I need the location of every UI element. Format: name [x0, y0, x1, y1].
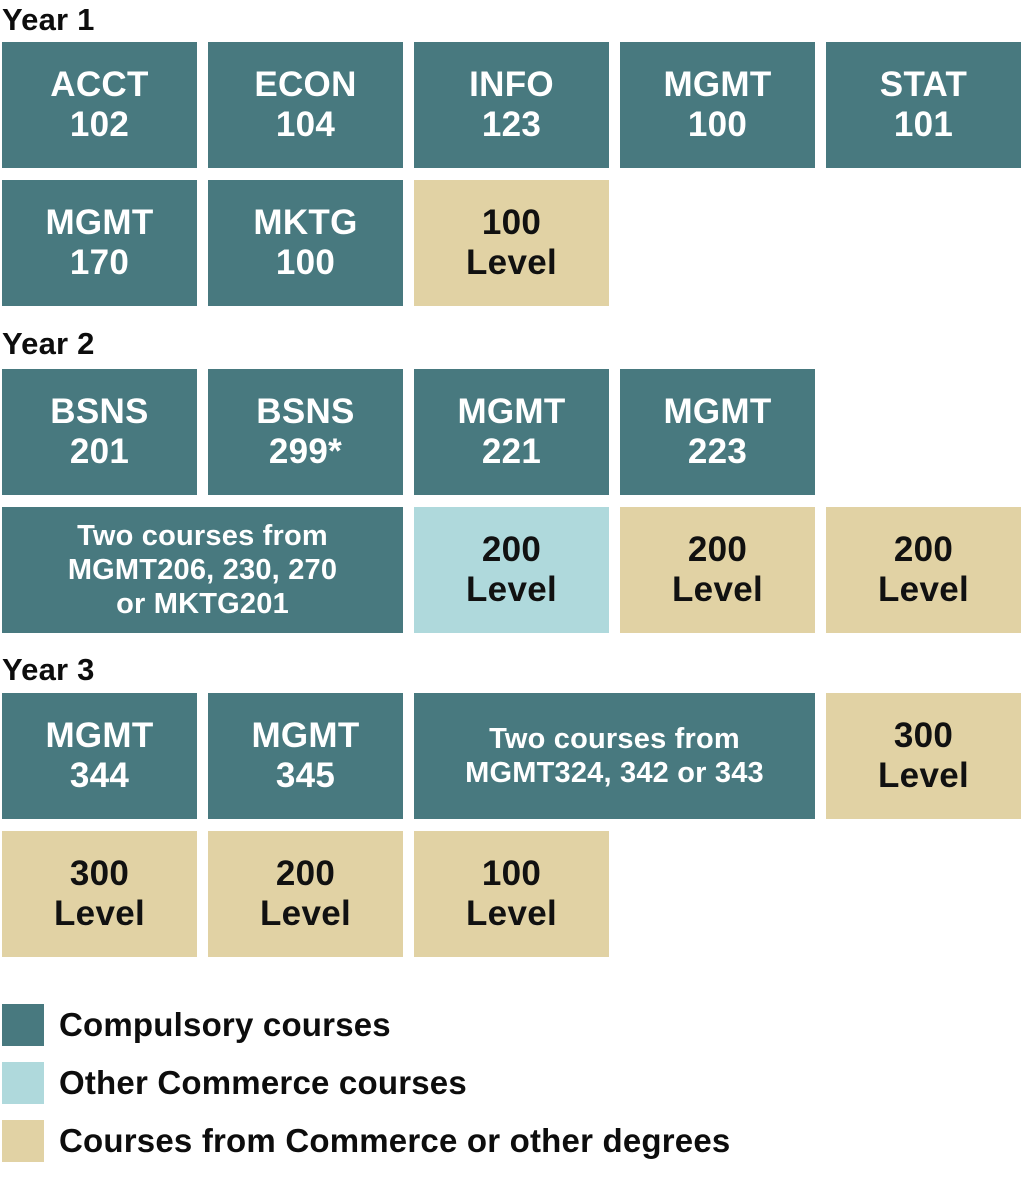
course-box-label: MKTG 100: [253, 203, 358, 282]
year-section: Year 1 ACCT 102 ECON 104 INFO 123 MGMT 100 ST…: [2, 4, 1024, 306]
course-row: BSNS 201 BSNS 299* MGMT 221 MGMT 223: [2, 369, 1024, 495]
legend-label: Courses from Commerce or other degrees: [59, 1122, 731, 1159]
course-box: MGMT 344: [2, 693, 197, 819]
course-box-label: 200 Level: [878, 530, 969, 609]
course-row: ACCT 102 ECON 104 INFO 123 MGMT 100 STAT 101: [2, 42, 1024, 168]
course-box: MGMT 223: [620, 369, 815, 495]
years-container: Year 1 ACCT 102 ECON 104 INFO 123 MGMT 100 ST…: [2, 4, 1024, 957]
level-box: 200 Level: [826, 507, 1021, 633]
course-box-label: BSNS 201: [50, 392, 149, 471]
legend-label: Compulsory courses: [59, 1006, 391, 1043]
course-box-label: Two courses from MGMT206, 230, 270 or MK…: [67, 520, 338, 620]
course-box-label: MGMT 100: [663, 65, 772, 144]
course-box-label: MGMT 344: [45, 716, 154, 795]
course-box-label: 100 Level: [466, 854, 557, 933]
year-section: Year 3 MGMT 344 MGMT 345 Two courses from M…: [2, 654, 1024, 957]
course-box-label: 200 Level: [672, 530, 763, 609]
course-row: Two courses from MGMT206, 230, 270 or MK…: [2, 507, 1024, 633]
course-box-label: ACCT 102: [50, 65, 149, 144]
course-row: 300 Level 200 Level 100 Level: [2, 831, 1024, 957]
legend-swatch: [2, 1004, 44, 1046]
course-box-label: Two courses from MGMT324, 342 or 343: [465, 723, 764, 789]
legend-swatch: [2, 1062, 44, 1104]
course-box: BSNS 299*: [208, 369, 403, 495]
course-box: ECON 104: [208, 42, 403, 168]
year-label: Year 3: [2, 652, 95, 687]
course-box: MGMT 345: [208, 693, 403, 819]
course-row: MGMT 170 MKTG 100 100 Level: [2, 180, 1024, 306]
course-box-label: MGMT 223: [663, 392, 772, 471]
course-box-label: MGMT 345: [251, 716, 360, 795]
course-box-label: INFO 123: [469, 65, 554, 144]
level-box: 200 Level: [208, 831, 403, 957]
course-box-label: ECON 104: [254, 65, 357, 144]
course-box: BSNS 201: [2, 369, 197, 495]
course-box: INFO 123: [414, 42, 609, 168]
course-box-label: 300 Level: [878, 716, 969, 795]
level-box: 200 Level: [620, 507, 815, 633]
course-box: Two courses from MGMT324, 342 or 343: [414, 693, 815, 819]
legend-swatch: [2, 1120, 44, 1162]
course-box-label: 200 Level: [260, 854, 351, 933]
level-box: 300 Level: [2, 831, 197, 957]
course-box-label: MGMT 221: [457, 392, 566, 471]
legend-item: Compulsory courses: [2, 1004, 1024, 1046]
level-box: 200 Level: [414, 507, 609, 633]
course-box-label: STAT 101: [879, 65, 968, 144]
level-box: 100 Level: [414, 180, 609, 306]
course-box-label: 200 Level: [466, 530, 557, 609]
course-box: MGMT 100: [620, 42, 815, 168]
course-box: MGMT 221: [414, 369, 609, 495]
course-box: ACCT 102: [2, 42, 197, 168]
course-box: Two courses from MGMT206, 230, 270 or MK…: [2, 507, 403, 633]
course-box: STAT 101: [826, 42, 1021, 168]
level-box: 300 Level: [826, 693, 1021, 819]
legend-label: Other Commerce courses: [59, 1064, 467, 1101]
level-box: 100 Level: [414, 831, 609, 957]
course-box-label: BSNS 299*: [256, 392, 355, 471]
year-label: Year 2: [2, 326, 95, 361]
course-box-label: 100 Level: [466, 203, 557, 282]
course-box-label: MGMT 170: [45, 203, 154, 282]
course-box: MKTG 100: [208, 180, 403, 306]
course-row: MGMT 344 MGMT 345 Two courses from MGMT324…: [2, 693, 1024, 819]
course-box: MGMT 170: [2, 180, 197, 306]
year-label: Year 1: [2, 2, 95, 37]
legend-item: Other Commerce courses: [2, 1062, 1024, 1104]
course-box-label: 300 Level: [54, 854, 145, 933]
legend-item: Courses from Commerce or other degrees: [2, 1120, 1024, 1162]
